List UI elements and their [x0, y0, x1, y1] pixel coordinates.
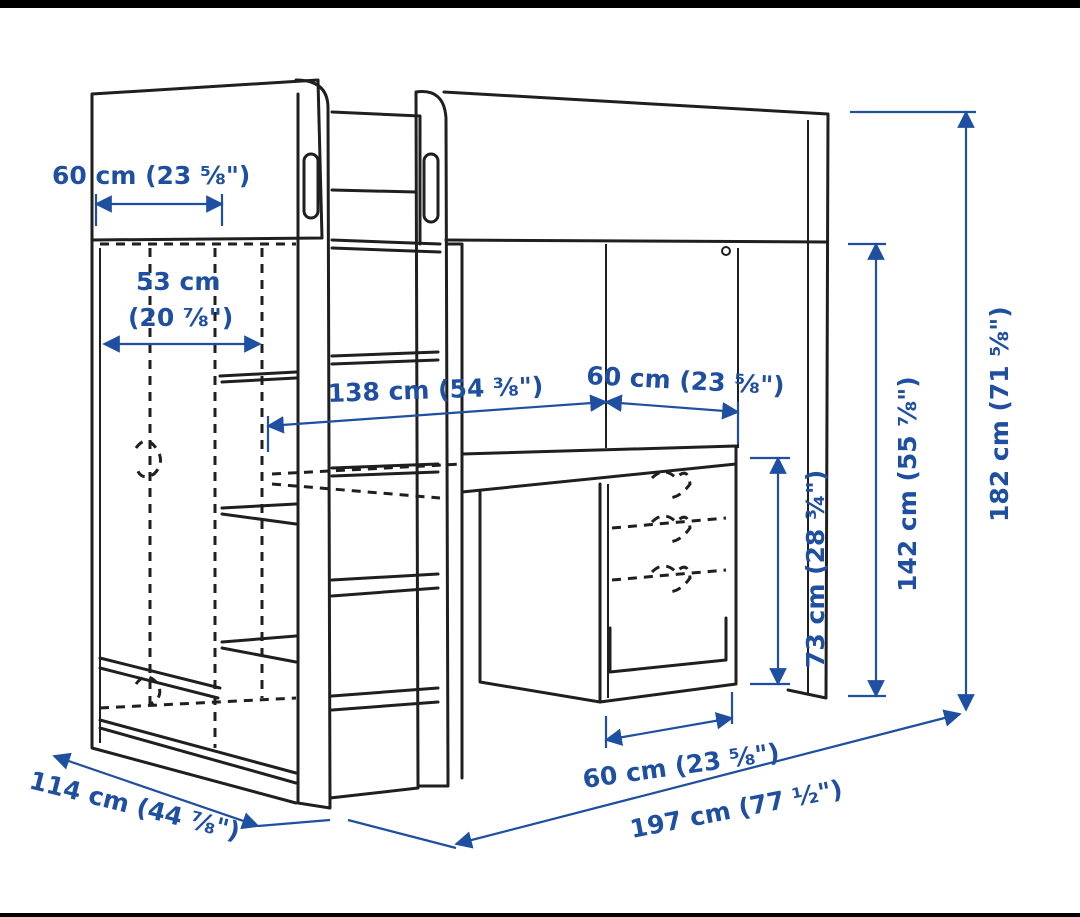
desk-top	[460, 444, 738, 494]
label-total-length: 197 cm (77 ½")	[628, 774, 845, 844]
desk-left-leg	[478, 490, 602, 704]
shelf-3	[220, 634, 298, 664]
label-top-left-width: 60 cm (23 ⅝")	[52, 161, 250, 190]
desk-hidden-edge	[271, 462, 463, 500]
label-inner-width-cm: 53 cm	[136, 267, 220, 296]
loft-bed-drawing: 60 cm (23 ⅝") 53 cm (20 ⅞") 138 cm (54 ⅜…	[27, 78, 1014, 850]
ladder-top	[330, 110, 422, 246]
drawer-dividers	[611, 516, 727, 582]
dimension-lines	[52, 110, 976, 850]
ladder-rung-4	[330, 572, 440, 598]
drawer-knob-icon	[134, 675, 162, 706]
ladder-rung-3	[330, 462, 440, 478]
label-desk-right: 60 cm (23 ⅝")	[586, 361, 786, 400]
handle-slot-right	[422, 152, 440, 224]
label-desk-length: 138 cm (54 ⅜")	[327, 371, 544, 408]
desk-drawer-unit	[598, 462, 738, 704]
dim-extension	[347, 818, 457, 850]
diagram-canvas: 60 cm (23 ⅝") 53 cm (20 ⅞") 138 cm (54 ⅜…	[0, 8, 1080, 913]
wardrobe-bottom-dash	[99, 696, 297, 710]
ladder-rung-5	[330, 686, 440, 712]
left-post	[294, 78, 332, 810]
label-inner-width-in: (20 ⅞")	[128, 303, 233, 332]
dim-extension	[257, 818, 331, 828]
dim-line-desk-right	[604, 394, 740, 420]
left-headboard	[90, 78, 324, 242]
dim-line-drawer-width	[604, 712, 734, 746]
shelf-2	[220, 502, 298, 526]
base-bar	[328, 786, 420, 800]
post-side	[446, 242, 464, 780]
ladder-rung-1	[330, 238, 442, 254]
right-ladder-post	[414, 90, 450, 788]
dim-line-total-length	[454, 709, 962, 849]
desk-open-shelf	[608, 616, 728, 674]
desk-drawer-knob-3	[650, 564, 692, 594]
shelf-1	[218, 370, 298, 384]
dim-line-desk-length	[266, 394, 608, 434]
wall-fix-point	[721, 246, 731, 256]
drawer-bottom	[98, 656, 222, 700]
bed-rail	[444, 238, 828, 244]
dim-line-depth	[52, 752, 260, 830]
dimension-labels: 60 cm (23 ⅝") 53 cm (20 ⅞") 138 cm (54 ⅜…	[27, 161, 1014, 846]
label-bed-height: 142 cm (55 ⅞")	[893, 376, 922, 592]
ladder-rail-top	[330, 188, 418, 194]
label-depth: 114 cm (44 ⅞")	[27, 766, 243, 846]
ladder-rung-2	[330, 350, 440, 366]
loft-bed-illustration	[90, 78, 830, 810]
wardrobe-base	[98, 718, 298, 785]
handle-slot-left	[302, 152, 320, 220]
desk-drawer-knob-1	[650, 470, 692, 500]
desk-drawer-knob-2	[650, 514, 692, 544]
wardrobe-knob-icon	[134, 439, 162, 479]
label-total-height: 182 cm (71 ⅝")	[985, 306, 1014, 522]
label-desk-height: 73 cm (28 ¾")	[801, 470, 830, 668]
